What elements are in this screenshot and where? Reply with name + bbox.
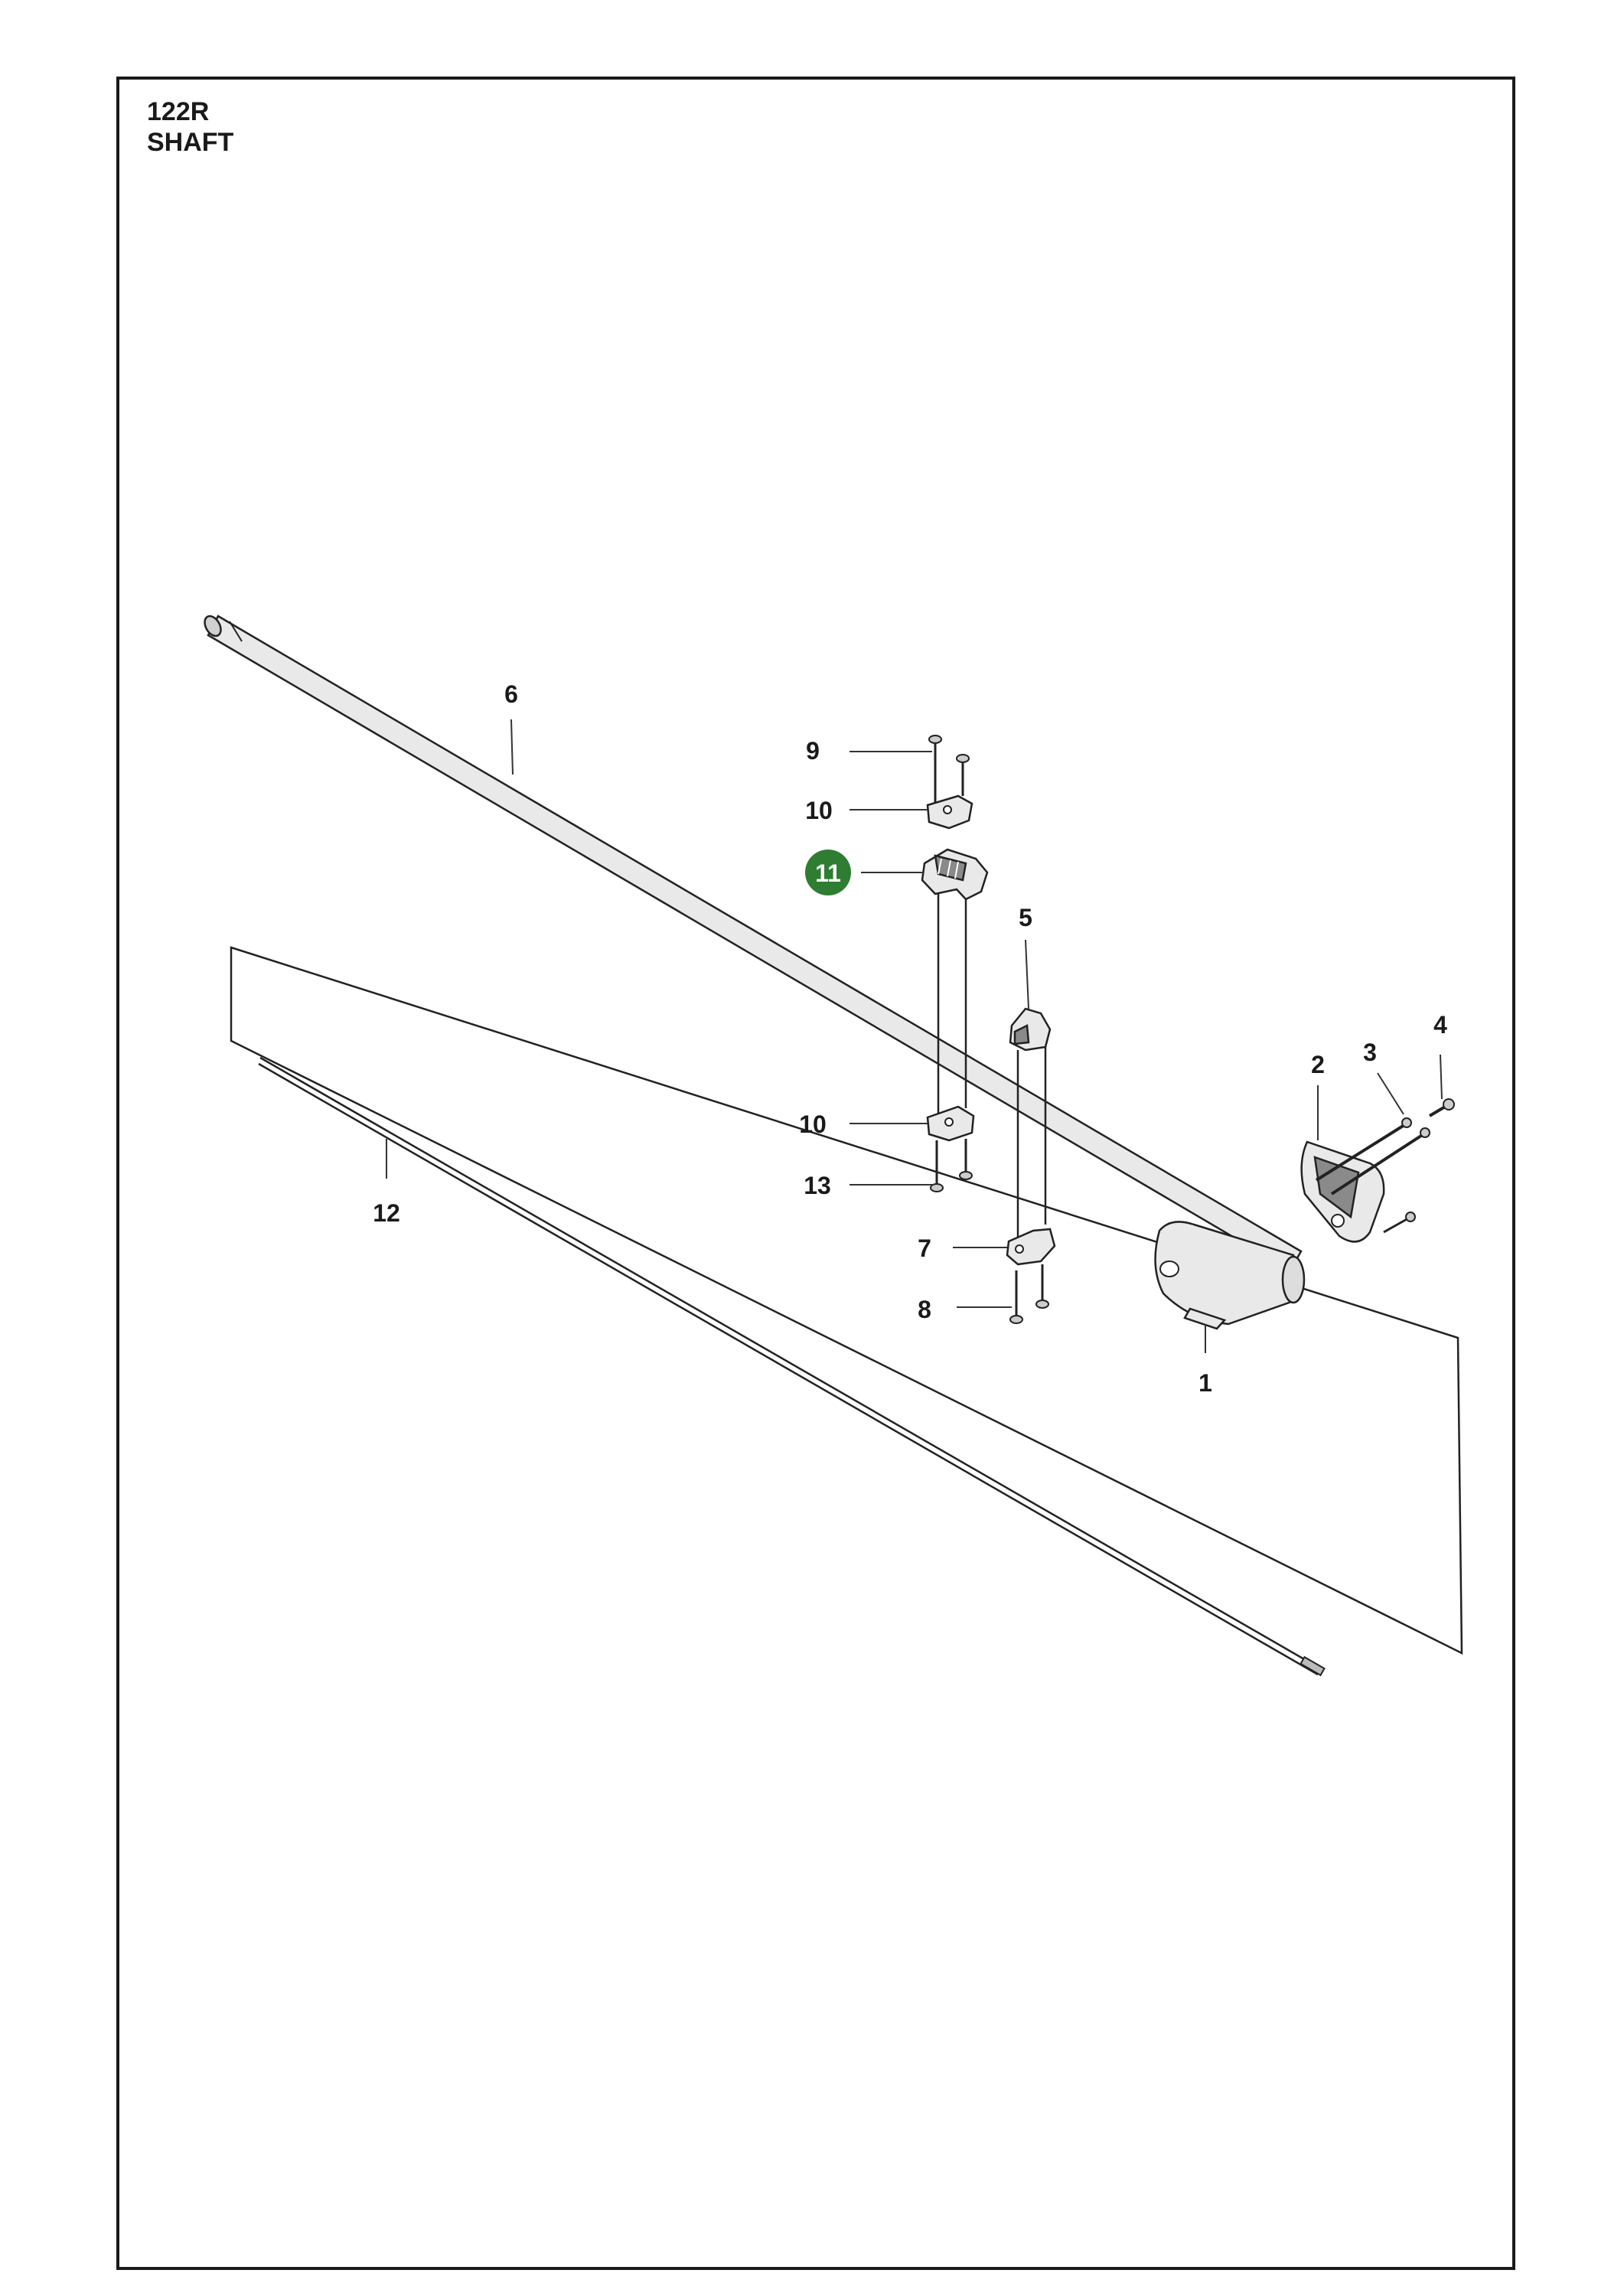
callout-13: 13 (804, 1172, 831, 1199)
callout-11-highlighted: 11 (805, 850, 851, 895)
part-10-clamp-lower[interactable] (926, 1105, 975, 1142)
callout-10-lower: 10 (799, 1110, 827, 1138)
callout-3: 3 (1363, 1039, 1377, 1066)
leader-6 (510, 719, 514, 775)
leader-3 (1377, 1072, 1404, 1115)
callout-8: 8 (918, 1296, 931, 1323)
part-12-drive-shaft[interactable] (258, 1056, 1326, 1677)
callout-11: 11 (815, 859, 841, 887)
part-13-screws[interactable] (930, 1139, 973, 1192)
drive-shaft-panel (230, 946, 1463, 1655)
title-block: 122R SHAFT (147, 96, 233, 158)
section-name: SHAFT (147, 128, 234, 157)
callout-7: 7 (918, 1234, 931, 1262)
part-1-bracket[interactable] (1154, 1221, 1306, 1330)
part-8-screws[interactable] (1009, 1264, 1049, 1324)
callout-2: 2 (1311, 1051, 1325, 1078)
leader-4 (1440, 1054, 1443, 1100)
callout-6: 6 (504, 680, 518, 708)
callout-12: 12 (373, 1199, 400, 1227)
part-2-clamp-housing[interactable] (1300, 1140, 1385, 1243)
callout-10-upper: 10 (805, 797, 833, 824)
callout-9: 9 (806, 737, 820, 765)
callout-5: 5 (1019, 904, 1032, 931)
part-6-shaft-tube[interactable] (201, 613, 1303, 1272)
model-name: 122R (147, 97, 210, 126)
part-5-barrier-clamp[interactable] (1009, 1007, 1052, 1052)
part-9-screws[interactable] (928, 735, 970, 804)
leader-5 (1025, 939, 1029, 1009)
part-4-screw[interactable] (1383, 1098, 1455, 1234)
part-11-handle[interactable] (921, 848, 989, 901)
part-10-clamp-upper[interactable] (926, 794, 973, 830)
callout-4: 4 (1433, 1011, 1447, 1039)
drawing-frame (116, 77, 1515, 2270)
part-7-clamp-lower[interactable] (1006, 1228, 1056, 1266)
part-3-screw[interactable] (1315, 1117, 1430, 1195)
callout-1: 1 (1198, 1369, 1212, 1397)
